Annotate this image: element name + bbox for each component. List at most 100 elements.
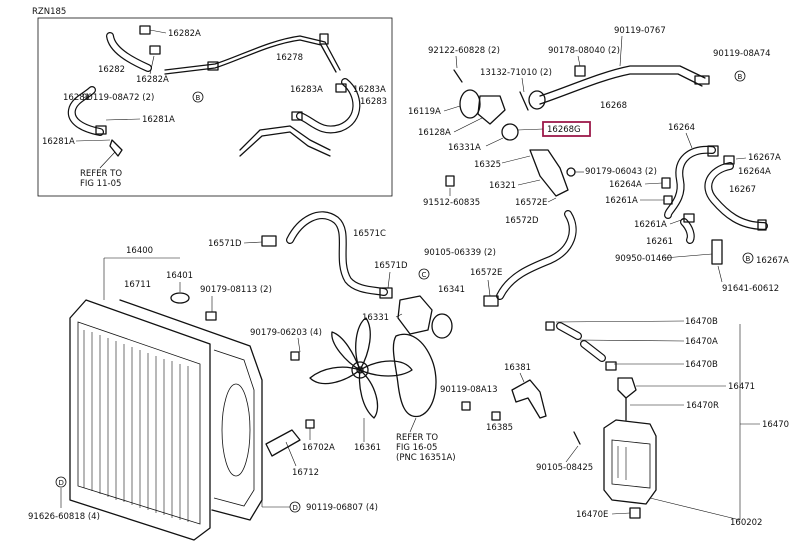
label-16400: 16400	[126, 246, 153, 256]
label-16331a: 16331A	[448, 143, 481, 153]
label-91512-60835: 91512-60835	[423, 198, 480, 208]
radiator-core-16400	[69, 299, 211, 541]
bracket-16712	[265, 429, 301, 457]
heater-hoses: 16264 16267A 16264A 16264A 16267 16261A …	[605, 123, 789, 294]
label-16385: 16385	[486, 423, 513, 433]
label-16712: 16712	[292, 468, 319, 478]
inset-frame	[37, 17, 393, 197]
label-16264a-2: 16264A	[609, 180, 642, 190]
label-90178-08040: 90178-08040 (2)	[548, 46, 620, 56]
bracket-16381	[511, 379, 547, 419]
label-16283a-2: 16283A	[353, 85, 386, 95]
label-90179-06203: 90179-06203 (4)	[250, 328, 322, 338]
bolt	[573, 431, 581, 445]
svg-text:D: D	[59, 479, 64, 487]
label-16470b-2: 16470B	[685, 360, 718, 370]
label-16268g[interactable]: 16268G	[547, 125, 581, 135]
label-16264a: 16264A	[738, 167, 771, 177]
water-pump-group: C 16341 16331	[362, 268, 465, 339]
inset-box: RZN185 16282A 16282 16282A 16278 16281	[32, 7, 393, 197]
water-outlet-16128a	[477, 95, 506, 125]
figure-number: 160202	[730, 518, 762, 528]
label-90105-06339: 90105-06339 (2)	[424, 248, 496, 258]
gasket-16341	[431, 313, 453, 339]
label-16261: 16261	[646, 237, 673, 247]
label-16128a: 16128A	[418, 128, 451, 138]
label-90119-08a72: 90119-08A72 (2)	[82, 93, 154, 103]
label-16401: 16401	[166, 271, 193, 281]
fan-group: 90179-06203 (4) 16361 REFER TO FIG 16-05…	[250, 317, 456, 463]
ref-fig-11-05-line1: REFER TO	[80, 169, 122, 179]
fitting	[109, 139, 123, 157]
label-16470e: 16470E	[576, 510, 608, 520]
radiator-hoses: 16571D 16571C 16572D 90105-06339 (2) 165…	[208, 210, 577, 307]
svg-text:B: B	[746, 255, 751, 263]
gasket-16119a	[459, 89, 481, 119]
label-16267a-2: 16267A	[756, 256, 789, 266]
water-inlet-housing-16331	[397, 295, 433, 335]
label-16381: 16381	[504, 363, 531, 373]
label-90105-08425: 90105-08425	[536, 463, 593, 473]
label-13132-71010: 13132-71010 (2)	[480, 68, 552, 78]
label-16470a: 16470A	[685, 337, 718, 347]
svg-text:D: D	[293, 504, 298, 512]
label-90119-0767: 90119-0767	[614, 26, 666, 36]
ref-fig-16-05-line1: REFER TO	[396, 433, 438, 443]
fan-shroud-16711	[119, 299, 263, 521]
water-inlet-16321	[529, 149, 569, 197]
pipe-16268	[539, 65, 706, 97]
label-16331: 16331	[362, 313, 389, 323]
radiator-group: 16400 16401 16711 90179-08113 (2)	[28, 246, 378, 541]
label-16341: 16341	[438, 285, 465, 295]
label-16571c: 16571C	[353, 229, 386, 239]
label-16278: 16278	[276, 53, 303, 63]
label-16281: 16281	[63, 93, 90, 103]
label-16361: 16361	[354, 443, 381, 453]
stud-bolt	[453, 69, 463, 83]
label-16470b: 16470B	[685, 317, 718, 327]
model-code: RZN185	[32, 7, 66, 17]
label-16264: 16264	[668, 123, 695, 133]
thermostat-group: 92122-60828 (2) 13132-71010 (2) 90178-08…	[408, 26, 771, 208]
label-16571d-2: 16571D	[374, 261, 408, 271]
label-16283: 16283	[360, 97, 387, 107]
ref-marker-d	[55, 476, 67, 488]
ref-fig-11-05-line2: FIG 11-05	[80, 179, 121, 189]
reservoir-tank-16470	[603, 419, 657, 505]
pipe-16278	[164, 35, 341, 71]
reservoir-group: 16381 90119-08A13 16385 90105-08425 1647…	[440, 317, 789, 521]
label-16281a: 16281A	[142, 115, 175, 125]
label-16281a-2: 16281A	[42, 137, 75, 147]
label-16572d: 16572D	[505, 216, 539, 226]
label-16282a: 16282A	[168, 29, 201, 39]
label-90119-06807: 90119-06807 (4)	[306, 503, 378, 513]
label-90179-06043: 90179-06043 (2)	[585, 167, 657, 177]
clamp-16282a	[139, 25, 151, 35]
label-90179-08113: 90179-08113 (2)	[200, 285, 272, 295]
bracket	[711, 239, 723, 265]
ref-fig-16-05-line3: (PNC 16351A)	[396, 453, 456, 463]
radiator-cap-16401	[170, 292, 190, 304]
svg-text:B: B	[738, 73, 743, 81]
label-90119-08a13: 90119-08A13	[440, 385, 498, 395]
label-16470: 16470	[762, 420, 789, 430]
label-16470r: 16470R	[686, 401, 719, 411]
label-16321: 16321	[489, 181, 516, 191]
label-16571d: 16571D	[208, 239, 242, 249]
label-16471: 16471	[728, 382, 755, 392]
label-92122-60828: 92122-60828 (2)	[428, 46, 500, 56]
label-16572e-2: 16572E	[470, 268, 502, 278]
label-16283a: 16283A	[290, 85, 323, 95]
label-16325: 16325	[474, 160, 501, 170]
label-16282a-2: 16282A	[136, 75, 169, 85]
clamp-16282a-2	[149, 45, 161, 55]
label-16268: 16268	[600, 101, 627, 111]
label-16261a: 16261A	[605, 196, 638, 206]
label-16572e: 16572E	[515, 198, 547, 208]
ref-marker-c	[418, 268, 430, 280]
ref-marker-b-2	[734, 70, 746, 82]
label-16267a: 16267A	[748, 153, 781, 163]
ref-marker-b	[192, 91, 204, 103]
svg-text:C: C	[422, 271, 427, 279]
